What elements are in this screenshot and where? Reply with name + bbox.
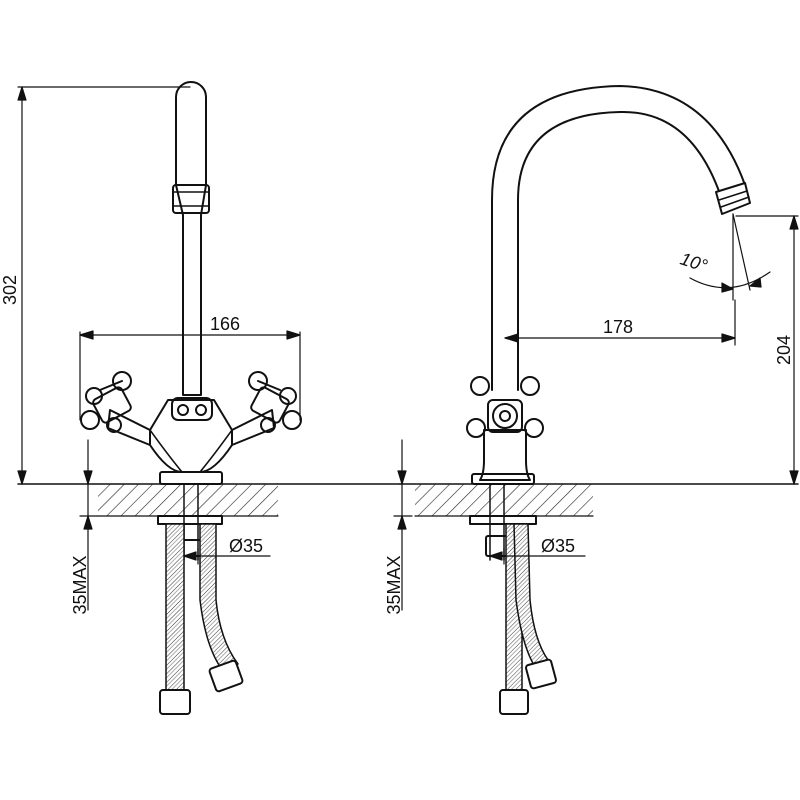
front-body: [149, 399, 233, 473]
front-counter-label: 35MAX: [70, 555, 90, 614]
front-pipe-label: Ø35: [229, 536, 263, 556]
side-pipe-label: Ø35: [541, 536, 575, 556]
front-hose-fitting-right: [208, 659, 244, 693]
side-spout-height-dimension: [735, 215, 799, 485]
front-height-label: 302: [0, 275, 20, 305]
side-cross-handle: [466, 376, 544, 438]
side-reach-label: 178: [603, 317, 633, 337]
side-angle-dimension: [689, 213, 771, 301]
side-aerator: [715, 182, 751, 215]
front-view: [17, 81, 401, 715]
front-width-label: 166: [210, 314, 240, 334]
front-width-dimension: [79, 330, 301, 421]
side-view: [393, 85, 799, 715]
front-spout-pipe: [175, 81, 207, 396]
countertop-hatch-left: [98, 484, 278, 516]
side-spout-height-label: 204: [774, 335, 794, 365]
front-right-cross-handle: [248, 371, 302, 433]
front-pipe-dimension: [183, 547, 271, 565]
front-right-arm: [231, 409, 275, 446]
side-gooseneck-spout: [491, 85, 746, 391]
front-hose-right: [199, 523, 239, 673]
side-pipe-dimension: [489, 547, 586, 565]
side-counter-label: 35MAX: [384, 555, 404, 614]
front-height-dimension: [17, 86, 191, 485]
front-spout-ring: [172, 184, 210, 214]
side-angle-label: 10°: [678, 249, 710, 276]
front-counter-dimension: [79, 439, 99, 611]
front-mount-plate: [157, 515, 223, 525]
front-base-flange: [159, 471, 223, 485]
side-hose-fitting-right: [525, 658, 557, 690]
side-reach-dimension: [504, 299, 736, 346]
side-hose-fitting-left: [499, 689, 529, 715]
front-left-arm: [107, 409, 151, 446]
front-left-cross-handle: [80, 371, 132, 433]
front-hose-fitting-left: [159, 689, 191, 715]
side-body: [479, 429, 531, 481]
side-counter-dimension: [393, 439, 413, 611]
front-hose-left: [165, 523, 185, 691]
side-mount-plate: [469, 515, 537, 525]
